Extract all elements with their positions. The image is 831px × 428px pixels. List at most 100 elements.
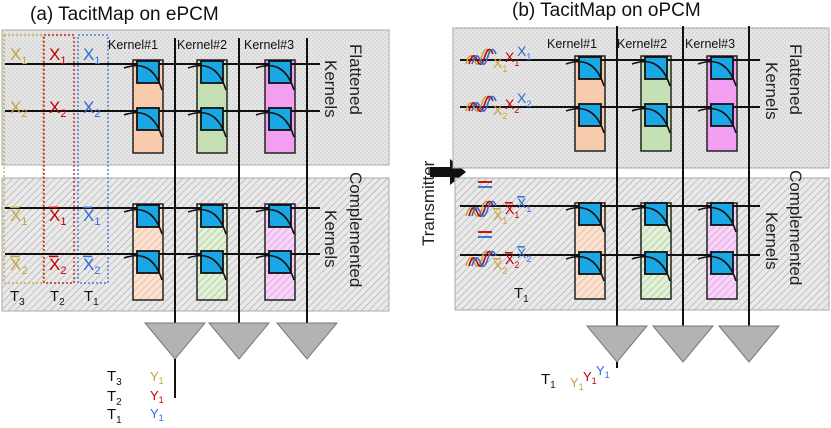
- input-b-gold-0-sub: 1: [502, 64, 507, 74]
- sense-amp-2: [651, 325, 715, 363]
- input-a-blue-comp-1-sub: 2: [94, 265, 100, 277]
- input-a-gold-0: X1: [10, 45, 27, 67]
- pcm-cell: [578, 56, 602, 80]
- input-a-red-0-sub: 1: [60, 55, 66, 67]
- input-b-gold-1: X2: [493, 102, 507, 121]
- crossbar-a: [5, 38, 339, 398]
- input-b-blue-3-main: X: [517, 245, 527, 261]
- input-a-gold-1-main: X: [10, 98, 21, 117]
- input-b-blue-2-sub: 1: [526, 204, 531, 214]
- input-b-blue-1-sub: 2: [526, 99, 531, 109]
- cell-curve: [187, 111, 227, 138]
- cell-curve: [631, 107, 671, 134]
- complemented-label-b: Complemented: [786, 170, 805, 285]
- sense-amp-1: [585, 325, 649, 363]
- cell-curve: [255, 254, 295, 281]
- cell-curve: [697, 60, 737, 87]
- pcm-cell: [268, 204, 292, 228]
- sense-amp-3: [717, 325, 781, 363]
- input-b-gold-0-main: X: [493, 55, 503, 71]
- out-y-t3: Y1: [150, 369, 164, 386]
- input-a-blue-comp-0-sub: 1: [94, 216, 100, 228]
- sense-amp-1: [143, 322, 207, 360]
- input-a-blue-1-main: X: [83, 98, 94, 117]
- flattened-region-a: [1, 29, 390, 166]
- out-y-t2: Y1: [150, 388, 164, 405]
- input-b-blue-0-main: X: [517, 43, 527, 59]
- input-a-blue-0-sub: 1: [94, 55, 100, 67]
- input-a-blue-comp-1-main: X: [83, 255, 94, 274]
- cell-curve: [697, 107, 737, 134]
- input-a-gold-comp-0: X1: [10, 206, 27, 228]
- input-b-red-2-sub: 1: [514, 210, 519, 220]
- input-a-gold-comp-1-sub: 2: [21, 265, 27, 277]
- t2-label: T2: [50, 288, 65, 308]
- pcm-cell: [136, 250, 160, 274]
- input-a-blue-comp-0: X1: [83, 206, 100, 228]
- input-b-blue-1-main: X: [517, 90, 527, 106]
- t2-group-box: [43, 34, 75, 284]
- optical-wave-icon: [465, 200, 491, 217]
- input-b-gold-1-main: X: [493, 102, 503, 118]
- cell-curve: [697, 206, 737, 233]
- cell-curve: [565, 107, 605, 134]
- kernels-label-b: Kernels: [762, 62, 781, 120]
- pcm-cell: [268, 60, 292, 84]
- input-a-red-0-main: X: [49, 45, 60, 64]
- t3-label: T3: [10, 288, 25, 308]
- optical-wave-icon: [468, 250, 494, 267]
- optical-wave-icon: [471, 48, 497, 65]
- flattened-label-b: Flattened: [786, 44, 805, 115]
- kernel-label-2: Kernel#2: [177, 38, 227, 52]
- complemented-label-a: Complemented: [346, 172, 365, 287]
- input-b-gold-3-sub: 2: [502, 266, 507, 276]
- kernel-label-b-3: Kernel#3: [685, 37, 735, 51]
- pcm-cell: [200, 107, 224, 131]
- flattened-label-a: Flattened: [346, 44, 365, 115]
- kernel-label-3: Kernel#3: [244, 38, 294, 52]
- input-a-blue-0: X1: [83, 45, 100, 67]
- cell-curve: [187, 208, 227, 235]
- complemented-region-a: [1, 177, 390, 312]
- cell-curve: [631, 255, 671, 282]
- optical-wave-icon: [465, 48, 491, 65]
- input-a-red-comp-1-sub: 2: [60, 265, 66, 277]
- pcm-cell: [578, 103, 602, 127]
- cell-curve: [123, 208, 163, 235]
- panel-b: Kernel#1 Kernel#2 Kernel#3 Flattened Ker…: [452, 26, 830, 392]
- input-b-gold-2: X1: [493, 207, 507, 226]
- cell-curve: [255, 208, 295, 235]
- input-b-red-0: X1: [505, 49, 519, 68]
- out-t2-label: T2: [107, 388, 122, 408]
- pcm-cell: [644, 56, 668, 80]
- input-a-gold-1: X2: [10, 98, 27, 120]
- kernel-label-b-2: Kernel#2: [617, 37, 667, 51]
- cell-curve: [255, 64, 295, 91]
- input-a-red-comp-0: X1: [49, 206, 66, 228]
- kernel-label-b-1: Kernel#1: [547, 37, 597, 51]
- pcm-cell: [644, 251, 668, 275]
- out-y-t1: Y1: [150, 406, 164, 423]
- input-a-blue-1: X2: [83, 98, 100, 120]
- out-b-y-red: Y1: [583, 369, 597, 386]
- input-b-blue-3-sub: 2: [526, 254, 531, 264]
- optical-wave-icon: [471, 200, 497, 217]
- input-b-red-1: X2: [505, 96, 519, 115]
- input-a-red-comp-0-sub: 1: [60, 216, 66, 228]
- pcm-cell: [200, 204, 224, 228]
- input-b-red-2-main: X: [505, 201, 515, 217]
- input-b-blue-2-main: X: [517, 195, 527, 211]
- panel-a-title: (a) TacitMap on ePCM: [30, 4, 219, 25]
- pcm-cell: [136, 107, 160, 131]
- pcm-cell: [578, 251, 602, 275]
- input-a-blue-1-sub: 2: [94, 108, 100, 120]
- cell-curve: [187, 64, 227, 91]
- cell-curve: [697, 255, 737, 282]
- panel-a: Kernel#1 Kernel#2 Kernel#3 Flattened Ker…: [1, 29, 390, 426]
- input-b-red-1-sub: 2: [514, 105, 519, 115]
- input-b-blue-3: X2: [517, 245, 531, 264]
- pcm-cell: [710, 251, 734, 275]
- pcm-cell: [200, 60, 224, 84]
- input-b-gold-2-sub: 1: [502, 216, 507, 226]
